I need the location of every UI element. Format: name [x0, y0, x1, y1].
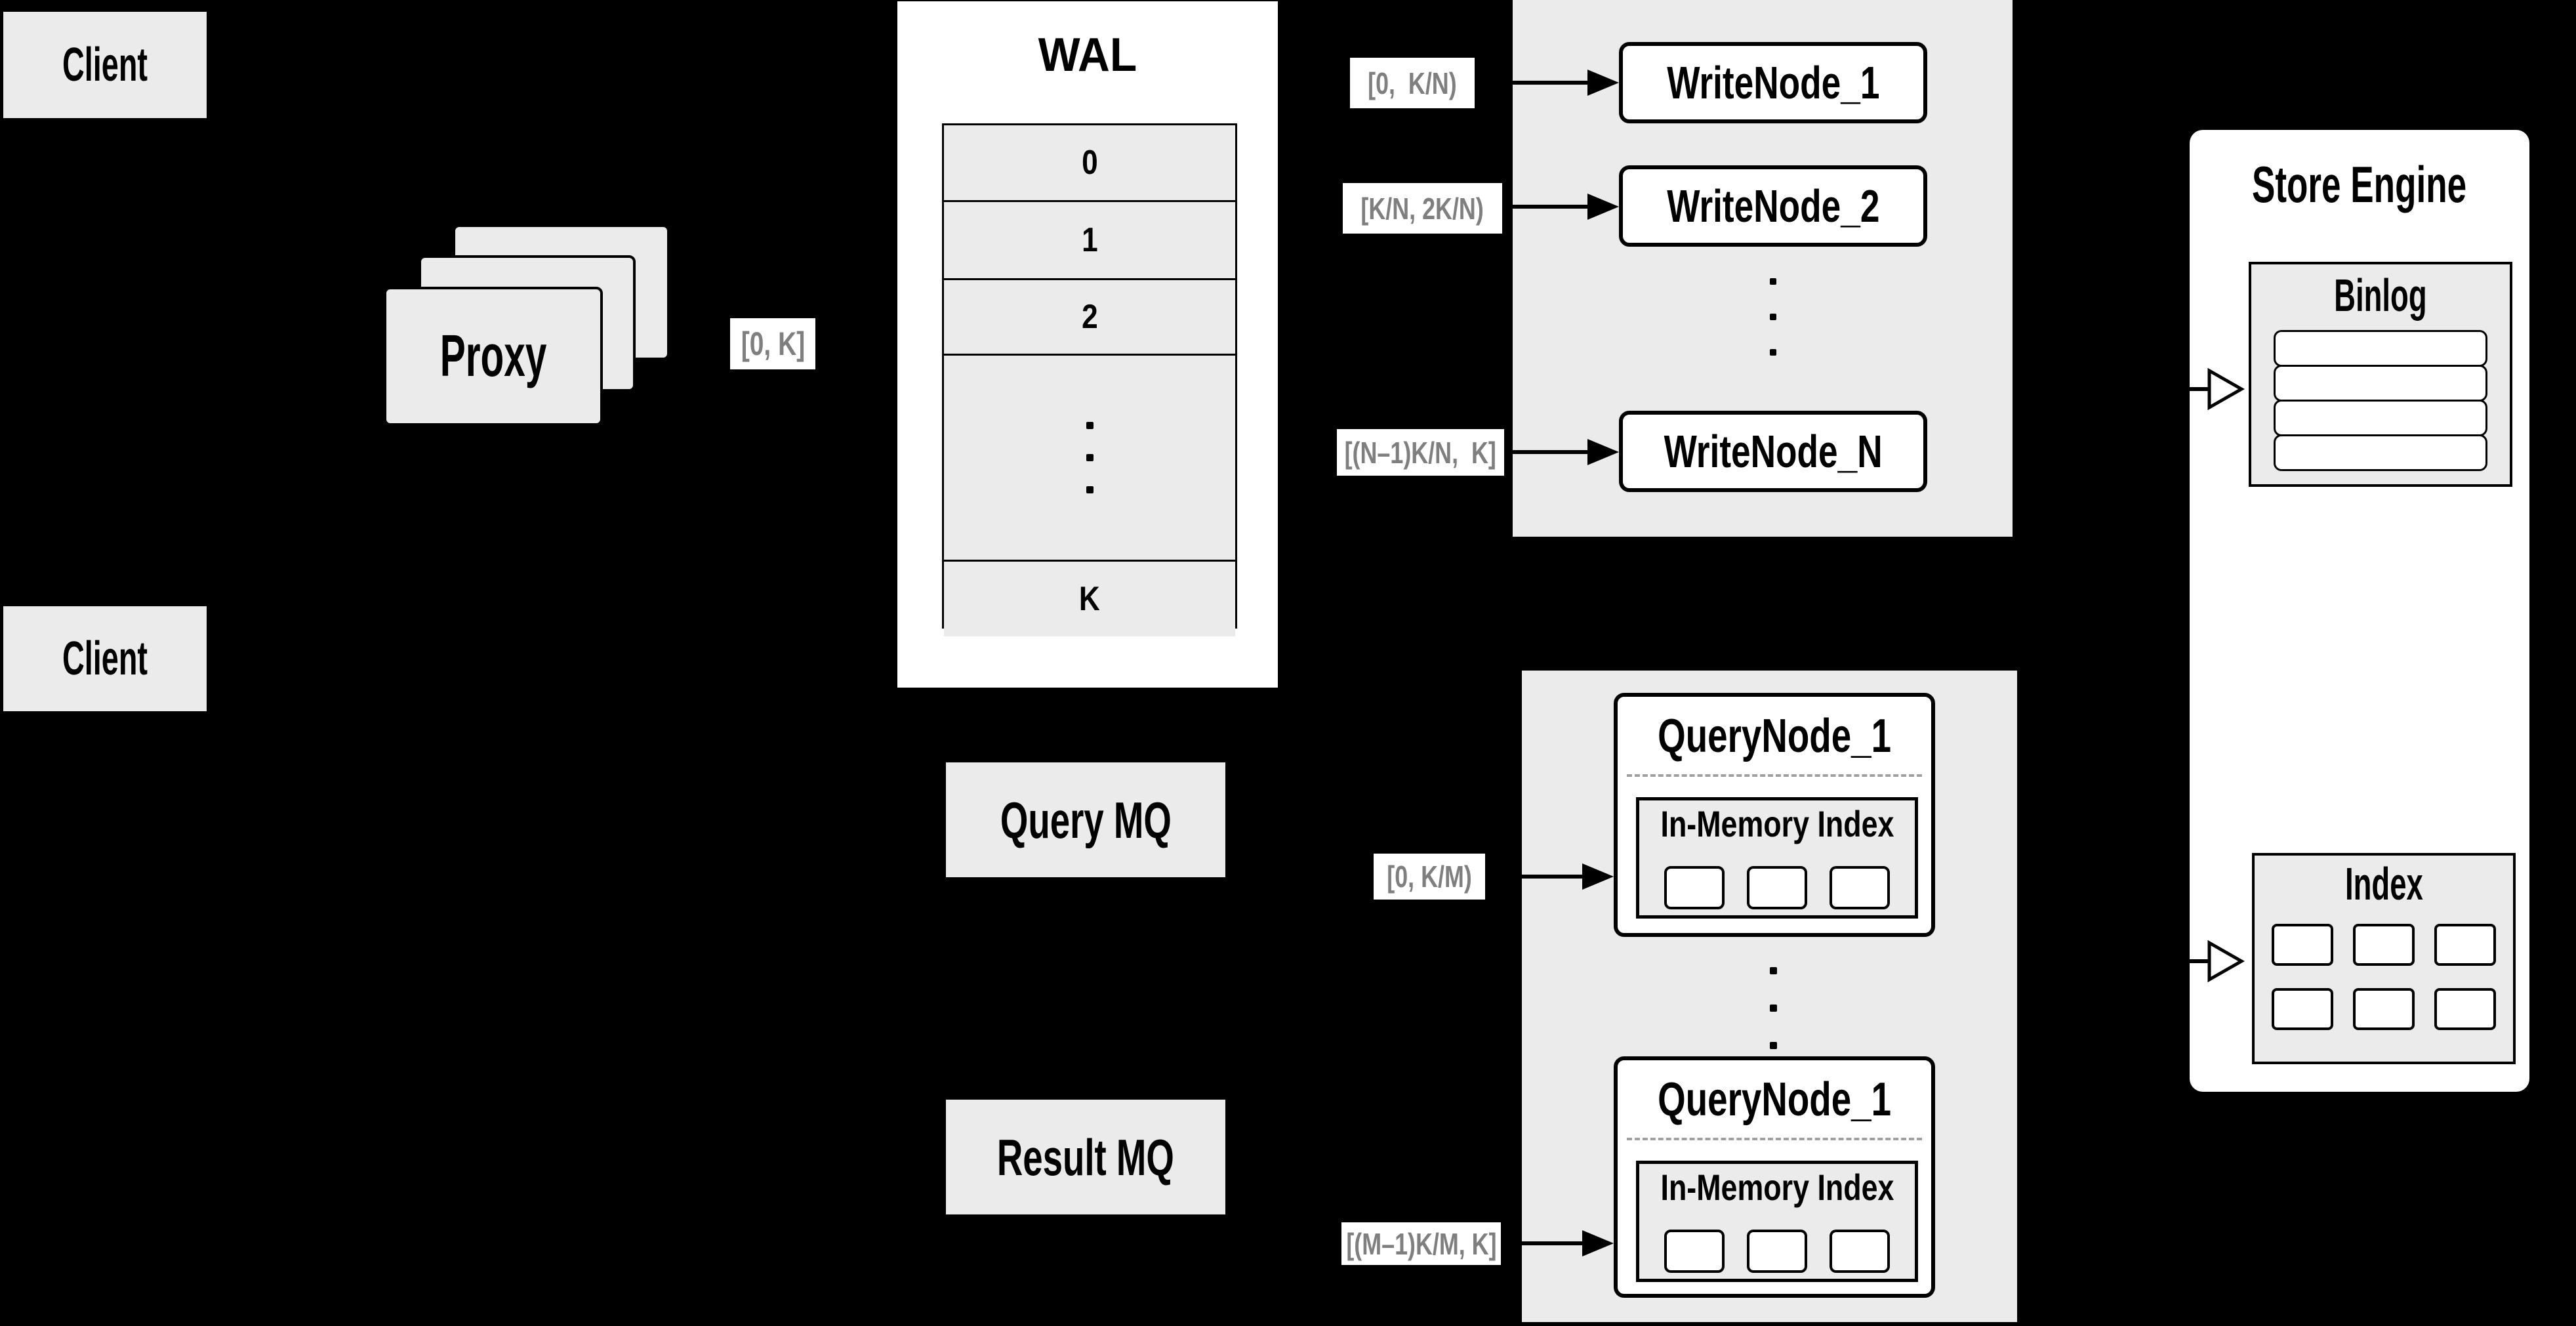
index-cells-row-2: [2255, 988, 2513, 1030]
query-mq-box: Query MQ: [946, 762, 1225, 877]
querynode-2-segment-cells: [1639, 1230, 1915, 1273]
client-box-bottom: Client: [3, 606, 207, 711]
client-box-top: Client: [3, 12, 207, 118]
index-cell: [2353, 988, 2415, 1030]
binlog-bar: [2274, 365, 2487, 402]
querynode-2-title-row: QueryNode_1: [1658, 1073, 1891, 1126]
index-title-row: Index: [2344, 858, 2423, 909]
range-label-querynode-1: [0, K/M): [1374, 854, 1485, 900]
writenode-2-box: WriteNode_2: [1619, 165, 1927, 247]
range-label-writenode-2: [K/N, 2K/N): [1343, 183, 1502, 234]
wal-row-k: K: [944, 562, 1235, 636]
segment-cell: [1747, 1230, 1807, 1273]
wal-title-row: WAL: [897, 31, 1278, 79]
segment-cell: [1664, 866, 1725, 909]
client-bottom-label: Client: [62, 632, 148, 685]
binlog-bar: [2274, 434, 2487, 471]
index-cell: [2272, 924, 2333, 966]
index-cell: [2434, 924, 2496, 966]
index-cell: [2353, 924, 2415, 966]
segment-cell: [1747, 866, 1807, 909]
wal-row-ellipsis: [944, 356, 1235, 562]
querynode-1-segment-cells: [1639, 866, 1915, 909]
wal-row-1: 1: [944, 202, 1235, 280]
range-label-querynode-2: [(M–1)K/M, K]: [1341, 1222, 1501, 1265]
index-cells-row-1: [2255, 924, 2513, 966]
querynode-1-title-row: QueryNode_1: [1658, 710, 1891, 762]
range-label-writenode-n: [(N–1)K/N, K]: [1337, 429, 1504, 476]
segment-cell: [1830, 1230, 1890, 1273]
querynode-1-inmemory-title-row: In-Memory Index: [1660, 803, 1894, 844]
proxy-label: Proxy: [440, 323, 547, 389]
range-label-writenode-1: [0, K/N): [1350, 58, 1475, 108]
proxy-card-front: Proxy: [384, 287, 603, 426]
querynode-1-box: QueryNode_1 In-Memory Index: [1614, 693, 1935, 937]
binlog-title-row: Binlog: [2334, 270, 2427, 321]
index-cell: [2434, 988, 2496, 1030]
wal-segment-table: 0 1 2 K: [942, 123, 1237, 636]
binlog-box: Binlog: [2249, 262, 2512, 487]
segment-cell: [1664, 1230, 1725, 1273]
store-engine-panel: Store Engine Binlog Index: [2190, 130, 2529, 1092]
wal-title: WAL: [1038, 29, 1137, 81]
index-cell: [2272, 988, 2333, 1030]
querynode-1-divider: [1627, 774, 1922, 777]
querynode-2-divider: [1627, 1138, 1922, 1140]
segment-cell: [1830, 866, 1890, 909]
querynode-ellipsis-icon: [1753, 967, 1793, 1049]
binlog-bar: [2274, 400, 2487, 436]
store-engine-title-row: Store Engine: [2252, 155, 2467, 213]
querynode-2-box: QueryNode_1 In-Memory Index: [1614, 1056, 1935, 1298]
index-box: Index: [2252, 853, 2516, 1064]
wal-row-0: 0: [944, 125, 1235, 202]
querynode-2-inmemory-title-row: In-Memory Index: [1660, 1167, 1894, 1208]
binlog-bar: [2274, 330, 2487, 367]
writenode-1-box: WriteNode_1: [1619, 42, 1927, 123]
range-label-proxy-to-wal: [0, K]: [730, 318, 815, 369]
writenode-n-box: WriteNode_N: [1619, 411, 1927, 492]
binlog-bars: [2251, 330, 2510, 471]
querynode-1-inmemory-index-box: In-Memory Index: [1636, 797, 1918, 919]
result-mq-box: Result MQ: [946, 1100, 1225, 1214]
wal-panel: WAL 0 1 2 K: [897, 1, 1278, 688]
querynode-2-inmemory-index-box: In-Memory Index: [1636, 1161, 1918, 1282]
vertical-ellipsis-icon: [1086, 422, 1094, 493]
client-top-label: Client: [62, 39, 148, 91]
wal-row-2: 2: [944, 280, 1235, 356]
writenode-ellipsis-icon: [1753, 278, 1793, 356]
